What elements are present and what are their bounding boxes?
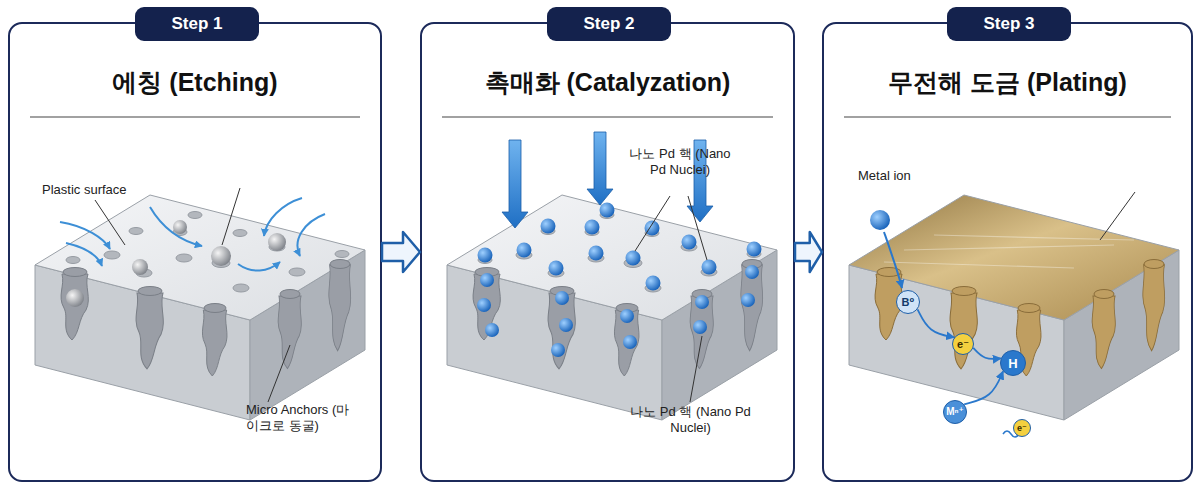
electron-circle: e⁻ xyxy=(952,333,974,355)
particle-symbol: e⁻ xyxy=(1017,424,1027,433)
step-title: 촉매화 (Catalyzation) xyxy=(422,66,793,99)
step-arrow xyxy=(382,232,420,272)
particle-symbol: B⁰ xyxy=(902,297,915,308)
particle-symbol: e⁻ xyxy=(957,339,969,350)
particle-symbol: H xyxy=(1008,357,1017,370)
boron-atom: B⁰ xyxy=(896,290,920,314)
step-pill: Step 2 xyxy=(547,7,671,41)
step-title: 에칭 (Etching) xyxy=(10,66,380,99)
step-pill: Step 3 xyxy=(947,7,1071,41)
particle-symbol: Mⁿ⁺ xyxy=(946,407,964,417)
step-arrow xyxy=(795,232,822,272)
step-title: 무전해 도금 (Plating) xyxy=(824,66,1191,99)
step-number: Step 1 xyxy=(171,14,222,34)
metal-ion-circle: Mⁿ⁺ xyxy=(943,400,967,424)
step-number: Step 3 xyxy=(983,14,1034,34)
step-panel: 에칭 (Etching)Step 1 xyxy=(8,22,382,482)
step-number: Step 2 xyxy=(583,14,634,34)
step-panel: 촉매화 (Catalyzation)Step 2 xyxy=(420,22,795,482)
step-panel: 무전해 도금 (Plating)Step 3B⁰e⁻HMⁿ⁺e⁻ xyxy=(822,22,1193,482)
hydrogen-atom: H xyxy=(1000,350,1026,376)
step-pill: Step 1 xyxy=(135,7,259,41)
electron-circle: e⁻ xyxy=(1013,419,1031,437)
